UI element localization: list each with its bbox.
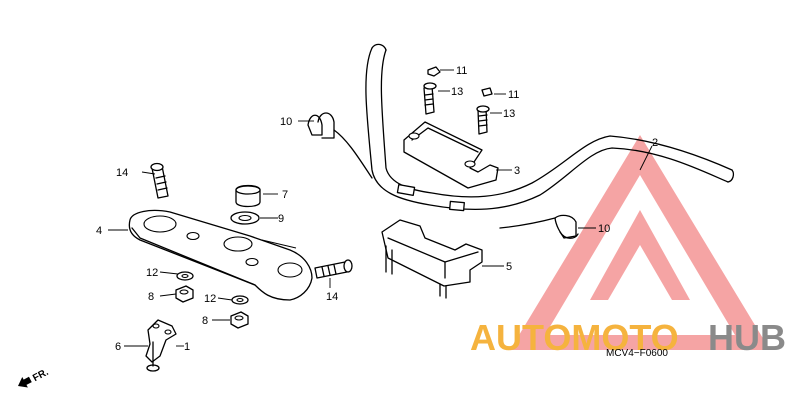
callout-11-right: 11	[508, 89, 519, 101]
callout-4: 4	[96, 225, 102, 237]
top-bridge-bolt-upper	[150, 162, 169, 199]
handlebar	[365, 43, 735, 212]
cable-clip-lower	[499, 214, 579, 239]
washer-right	[231, 295, 249, 305]
stem-nut-cap	[235, 184, 261, 208]
holder-bolt-left	[423, 82, 437, 115]
callout-8-right: 8	[202, 315, 208, 327]
upper-handlebar-holder	[403, 121, 499, 189]
callout-11-left: 11	[456, 65, 467, 77]
callout-10-upper: 10	[280, 116, 292, 128]
callout-12-right: 12	[204, 293, 216, 305]
bolt-cap-right	[481, 87, 493, 97]
callout-10-lower: 10	[598, 223, 610, 235]
leader-lines	[108, 69, 653, 347]
callout-12-left: 12	[146, 267, 158, 279]
callout-1: 1	[184, 341, 190, 353]
watermark-word-auto: AUTOMOTO	[470, 317, 679, 358]
callout-3: 3	[514, 165, 520, 177]
lower-handlebar-holder	[381, 219, 483, 299]
harness-clamp	[145, 319, 177, 363]
cable-clip-upper	[307, 112, 373, 179]
callout-13-right: 13	[503, 108, 515, 120]
callout-14-upper: 14	[116, 167, 128, 179]
front-direction-arrow: FR.	[18, 367, 51, 388]
stem-washer	[230, 211, 260, 225]
clamp-bolt	[146, 341, 160, 372]
washer-left	[176, 271, 194, 281]
callout-6: 6	[115, 341, 121, 353]
watermark-triangle-logo	[510, 135, 770, 350]
callout-7: 7	[282, 189, 288, 201]
fr-label: FR.	[31, 367, 51, 384]
callout-14-side: 14	[326, 291, 338, 303]
watermark-word-hub: HUB	[708, 317, 786, 358]
callout-9: 9	[278, 213, 284, 225]
callout-5: 5	[506, 261, 512, 273]
callout-13-left: 13	[451, 86, 463, 98]
nut-left	[175, 285, 194, 303]
top-bridge-bolt-side	[314, 259, 353, 279]
callout-8-left: 8	[148, 291, 154, 303]
diagram-code: MCV4−F0600	[606, 348, 668, 359]
top-bridge	[128, 209, 313, 301]
holder-bolt-right	[476, 105, 490, 135]
bolt-cap-left	[427, 66, 441, 77]
callout-2: 2	[652, 137, 658, 149]
nut-right	[230, 311, 249, 329]
